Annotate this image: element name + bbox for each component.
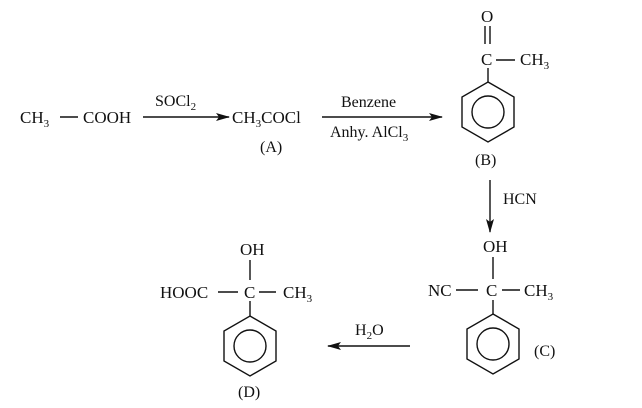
svg-text:O: O (481, 7, 493, 26)
benzene-ring (223, 315, 277, 377)
svg-text:SOCl2: SOCl2 (155, 93, 196, 113)
svg-text:CH3: CH3 (20, 108, 50, 130)
compound-b: O C CH3 (B) (461, 7, 550, 169)
svg-text:CH3: CH3 (520, 50, 550, 72)
svg-text:C: C (486, 281, 497, 300)
svg-text:Benzene: Benzene (341, 94, 396, 111)
svg-text:CH3COCl: CH3COCl (232, 108, 301, 130)
svg-text:OH: OH (483, 237, 508, 256)
svg-text:C: C (244, 283, 255, 302)
svg-text:H2O: H2O (355, 322, 384, 342)
step3-arrow: HCN (486, 180, 537, 233)
svg-text:OH: OH (240, 240, 265, 259)
compound-a: CH3COCl (A) (232, 108, 301, 156)
svg-text:C: C (481, 50, 492, 69)
svg-text:HCN: HCN (503, 191, 537, 208)
step4-arrow: H2O (327, 322, 410, 350)
svg-text:(D): (D) (238, 384, 260, 401)
svg-text:(A): (A) (260, 139, 282, 156)
compound-d: OH HOOC C CH3 (D) (160, 240, 313, 401)
acetic-acid: CH3 COOH (20, 108, 131, 130)
svg-text:Anhy. AlCl3: Anhy. AlCl3 (330, 124, 409, 144)
compound-c: OH NC C CH3 (C) (428, 237, 555, 375)
step1-arrow: SOCl2 (143, 93, 230, 121)
svg-text:CH3: CH3 (283, 283, 313, 305)
svg-text:NC: NC (428, 281, 452, 300)
svg-text:(B): (B) (475, 152, 496, 169)
svg-text:(C): (C) (534, 343, 555, 360)
svg-text:CH3: CH3 (524, 281, 554, 303)
benzene-ring (466, 313, 520, 375)
svg-text:COOH: COOH (83, 108, 131, 127)
svg-text:HOOC: HOOC (160, 283, 208, 302)
benzene-ring (461, 81, 515, 143)
step2-arrow: Benzene Anhy. AlCl3 (322, 94, 443, 144)
